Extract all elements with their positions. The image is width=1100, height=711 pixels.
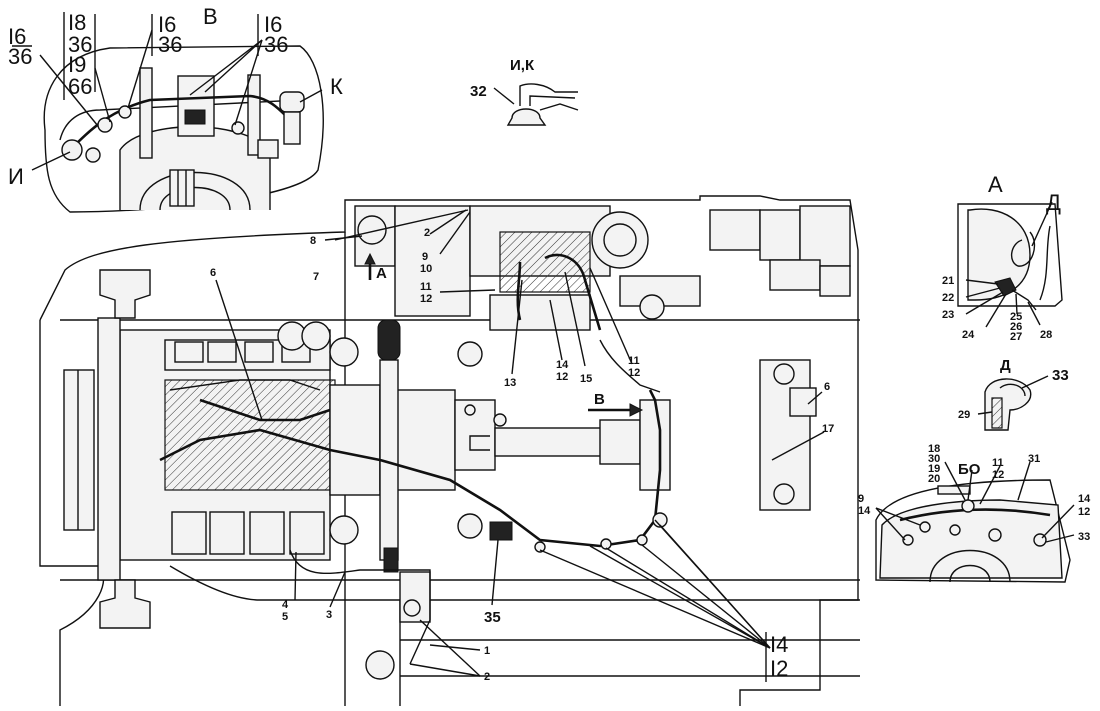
part-12c: 12 (628, 367, 640, 379)
part-17: 17 (822, 423, 834, 435)
part-14: 14 (556, 359, 569, 371)
housing-18: 18 (928, 443, 940, 455)
housing-33: 33 (1078, 531, 1090, 543)
housing-14-left: 14 (858, 505, 871, 517)
part-12a: 12 (420, 293, 432, 305)
label-mid-b: 36 (158, 32, 182, 57)
part-3: 3 (326, 609, 332, 621)
detail-a (957, 201, 1063, 328)
detail-a-27: 27 (1010, 331, 1022, 343)
main-view (39, 195, 860, 706)
part-1: 1 (484, 645, 490, 657)
part-7: 7 (313, 271, 319, 283)
part-6: 6 (210, 267, 216, 279)
part-11b: 11 (628, 355, 640, 367)
label-stack-3: I9 (68, 52, 86, 77)
detail-a-title: А (988, 172, 1003, 197)
part-12-big: I2 (770, 656, 788, 681)
detail-ik-title: И,К (510, 57, 535, 74)
detail-d-title: Д (1000, 357, 1011, 374)
part-6-right: 6 (824, 381, 830, 393)
engine-cylinders-bottom (171, 511, 325, 555)
label-stack-4: 66 (68, 74, 92, 99)
detail-d-33: 33 (1052, 367, 1069, 384)
detail-d (977, 375, 1049, 431)
part-35: 35 (484, 609, 501, 626)
label-right-b: 36 (264, 32, 288, 57)
part-11a: 11 (420, 281, 432, 293)
arrow-b-label: В (594, 391, 605, 408)
housing-20: 20 (928, 473, 940, 485)
detail-ik (493, 83, 579, 126)
detail-a-21: 21 (942, 275, 954, 287)
housing-9: 9 (858, 493, 864, 505)
part-4: 4 (282, 599, 289, 611)
label-left-b: 36 (8, 44, 32, 69)
detail-a-23: 23 (942, 309, 954, 321)
detail-a-22: 22 (942, 292, 954, 304)
detail-a-d: Д (1046, 190, 1061, 215)
housing-12-right: 12 (1078, 506, 1090, 518)
detail-d-29: 29 (958, 409, 970, 421)
label-left-a: I6 (8, 24, 26, 49)
housing-31: 31 (1028, 453, 1040, 465)
housing-30: 30 (928, 453, 940, 465)
label-i: И (8, 164, 24, 189)
part-9: 9 (422, 251, 428, 263)
label-mid-a: I6 (158, 12, 176, 37)
detail-a-24: 24 (962, 329, 975, 341)
engine-cylinders-top (174, 321, 331, 363)
housing-14-right: 14 (1078, 493, 1091, 505)
part-10: 10 (420, 263, 432, 275)
label-stack-1: I8 (68, 10, 86, 35)
detail-a-28: 28 (1040, 329, 1052, 341)
part-13: 13 (504, 377, 516, 389)
housing-bo: БО (958, 461, 981, 478)
part-15: 15 (580, 373, 592, 385)
detail-a-26: 26 (1010, 321, 1022, 333)
housing-19: 19 (928, 463, 940, 475)
label-stack-2: 36 (68, 32, 92, 57)
arrow-a-label: А (376, 265, 387, 282)
part-8: 8 (310, 235, 316, 247)
part-2-top: 2 (424, 227, 430, 239)
part-12b: 12 (556, 371, 568, 383)
view-b-top-left (12, 14, 324, 213)
label-k: К (330, 74, 343, 99)
detail-ik-part: 32 (470, 83, 487, 100)
detail-housing-right (875, 461, 1075, 583)
part-2-bottom: 2 (484, 671, 490, 683)
detail-a-25: 25 (1010, 311, 1022, 323)
part-14-big: I4 (770, 632, 788, 657)
housing-12: 12 (992, 469, 1004, 481)
label-right-a: I6 (264, 12, 282, 37)
part-5: 5 (282, 611, 288, 623)
housing-11: 11 (992, 457, 1004, 469)
view-letter-b: В (203, 4, 218, 29)
